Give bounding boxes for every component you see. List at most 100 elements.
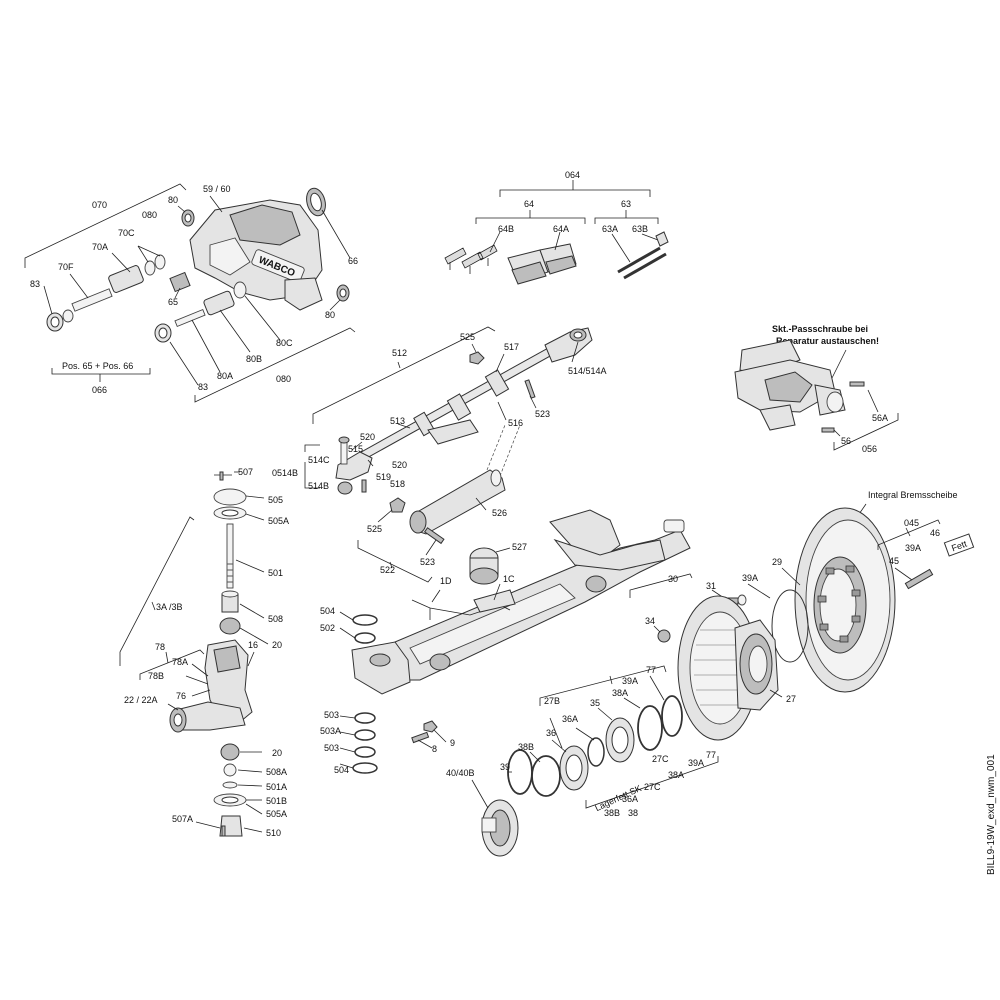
damper-group: 526 525 523 522 xyxy=(357,424,521,583)
label-080-lower: 080 xyxy=(276,374,291,384)
label-70A: 70A xyxy=(92,242,108,252)
label-510: 510 xyxy=(266,828,281,838)
label-38A: 38A xyxy=(612,688,628,698)
kingpin-group: 507 505 505A 501 3A /3B 508 20 16 78 78A… xyxy=(119,467,289,838)
label-80C: 80C xyxy=(276,338,293,348)
note-line-1: Skt.-Passschraube bei xyxy=(772,324,868,334)
label-35: 35 xyxy=(590,698,600,708)
label-78B: 78B xyxy=(148,671,164,681)
label-503A: 503A xyxy=(320,726,341,736)
label-56A: 56A xyxy=(872,413,888,423)
label-522: 522 xyxy=(380,565,395,575)
label-1C: 1C xyxy=(503,574,515,584)
label-80B: 80B xyxy=(246,354,262,364)
label-40-40B: 40/40B xyxy=(446,768,475,778)
brake-pad-group: 064 64 63 64B 64A 63A 63B xyxy=(444,170,669,285)
label-519: 519 xyxy=(376,472,391,482)
label-39A-hub: 39A xyxy=(742,573,758,583)
label-056: 056 xyxy=(862,444,877,454)
label-38B: 38B xyxy=(518,742,534,752)
label-517: 517 xyxy=(504,342,519,352)
label-38B-lower: 38B xyxy=(604,808,620,818)
label-514C: 514C xyxy=(308,455,330,465)
label-39A-bearing: 39A xyxy=(622,676,638,686)
label-64B: 64B xyxy=(498,224,514,234)
label-77: 77 xyxy=(646,665,656,675)
label-76: 76 xyxy=(176,691,186,701)
label-83-lower: 83 xyxy=(198,382,208,392)
label-38: 38 xyxy=(628,808,638,818)
label-508A: 508A xyxy=(266,767,287,777)
tie-rod-end-left xyxy=(335,451,373,481)
label-39A: 39A xyxy=(905,543,921,553)
label-56: 56 xyxy=(841,436,851,446)
label-523: 523 xyxy=(535,409,550,419)
axle-beam-group: 527 1D 1C xyxy=(351,509,691,695)
bearing-group: 77 39A 27B 38A 35 36A 36 38B 39 40/40B L… xyxy=(446,665,719,857)
label-505A-lower: 505A xyxy=(266,809,287,819)
label-78: 78 xyxy=(155,642,165,652)
label-505A: 505A xyxy=(268,516,289,526)
label-22-22A: 22 / 22A xyxy=(124,695,158,705)
label-514-514A: 514/514A xyxy=(568,366,607,376)
label-504-lower: 504 xyxy=(334,765,349,775)
label-77-lower: 77 xyxy=(706,750,716,760)
label-501B: 501B xyxy=(266,796,287,806)
label-516: 516 xyxy=(508,418,523,428)
label-070: 070 xyxy=(92,200,107,210)
bushing-group: 504 502 503 503A 503 504 8 9 xyxy=(320,606,455,775)
label-integral-disc: Integral Bremsscheibe xyxy=(868,490,958,500)
label-59-60: 59 / 60 xyxy=(203,184,231,194)
label-80: 80 xyxy=(168,195,178,205)
label-39: 39 xyxy=(500,762,510,772)
label-65: 65 xyxy=(168,297,178,307)
label-518: 518 xyxy=(390,479,405,489)
label-80-lower: 80 xyxy=(325,310,335,320)
label-1D: 1D xyxy=(440,576,452,586)
label-27B: 27B xyxy=(544,696,560,706)
steering-knuckle-inset: Skt.-Passschraube bei Reparatur austausc… xyxy=(734,324,899,454)
label-503-lower: 503 xyxy=(324,743,339,753)
label-501A: 501A xyxy=(266,782,287,792)
label-45: 45 xyxy=(889,556,899,566)
label-503: 503 xyxy=(324,710,339,720)
label-514B: 514B xyxy=(308,481,329,491)
label-520-lower: 520 xyxy=(392,460,407,470)
label-0514B: 0514B xyxy=(272,468,298,478)
label-36A-lower: 36A xyxy=(622,794,638,804)
label-70F: 70F xyxy=(58,262,74,272)
label-080: 080 xyxy=(142,210,157,220)
label-064: 064 xyxy=(565,170,580,180)
label-63B: 63B xyxy=(632,224,648,234)
label-30: 30 xyxy=(668,574,678,584)
label-78A: 78A xyxy=(172,657,188,667)
tie-rod-group: 512 525 517 514/514A 523 513 516 520 515… xyxy=(272,326,607,495)
label-513: 513 xyxy=(390,416,405,426)
label-36A: 36A xyxy=(562,714,578,724)
label-8: 8 xyxy=(432,744,437,754)
label-pos-65-66: Pos. 65 + Pos. 66 xyxy=(62,361,133,371)
label-515: 515 xyxy=(348,444,363,454)
label-70C: 70C xyxy=(118,228,135,238)
note-line-2: Reparatur austauschen! xyxy=(776,336,879,346)
label-80A: 80A xyxy=(217,371,233,381)
label-512: 512 xyxy=(392,348,407,358)
label-63: 63 xyxy=(621,199,631,209)
label-20-lower: 20 xyxy=(272,748,282,758)
label-16: 16 xyxy=(248,640,258,650)
label-3A-3B: 3A /3B xyxy=(156,602,183,612)
label-504: 504 xyxy=(320,606,335,616)
label-525: 525 xyxy=(460,332,475,342)
label-505: 505 xyxy=(268,495,283,505)
label-20: 20 xyxy=(272,640,282,650)
label-27C-lower: 27C xyxy=(644,782,661,792)
label-29: 29 xyxy=(772,557,782,567)
brake-disc-group: Integral Bremsscheibe Fett 045 46 39A 45… xyxy=(772,490,975,693)
label-64: 64 xyxy=(524,199,534,209)
label-045: 045 xyxy=(904,518,919,528)
label-66: 66 xyxy=(348,256,358,266)
label-501: 501 xyxy=(268,568,283,578)
label-520: 520 xyxy=(360,432,375,442)
